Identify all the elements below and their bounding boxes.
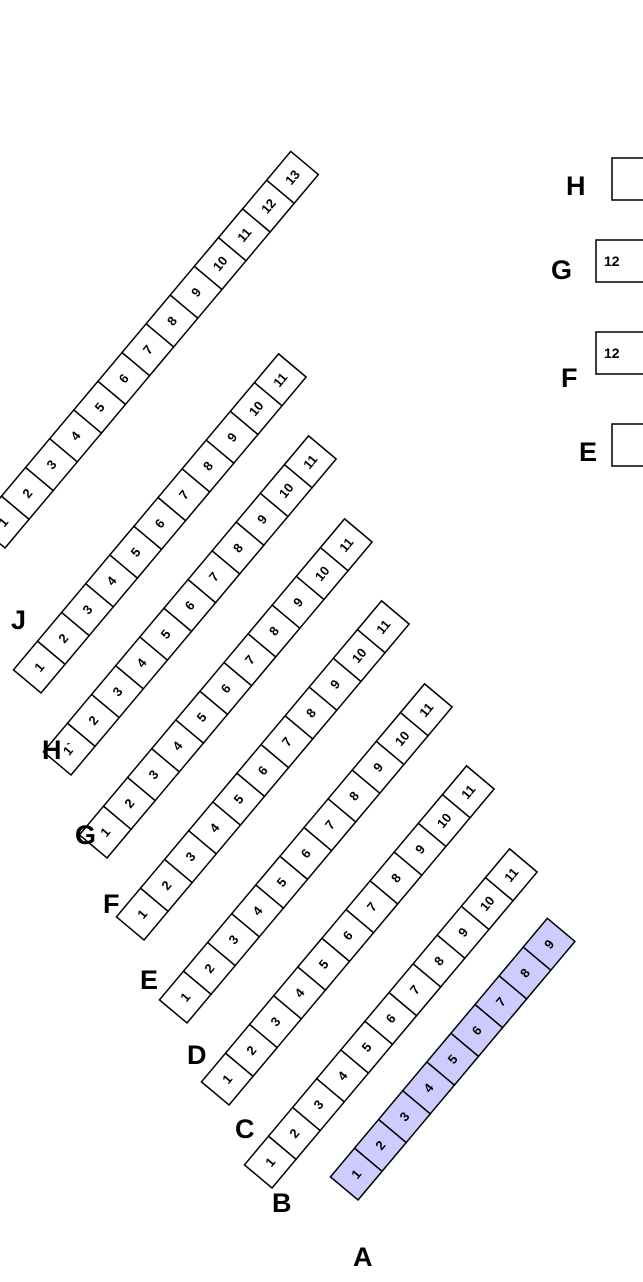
row-letter-h: H [42, 735, 62, 765]
side-seat-box[interactable] [611, 423, 643, 467]
side-row-letter: G [551, 255, 572, 285]
side-row-e: E [579, 423, 643, 467]
row-letter-e: E [140, 965, 158, 995]
side-row-letter: H [566, 171, 586, 201]
side-row-letter: F [561, 363, 578, 393]
side-seat-label: 12 [604, 253, 620, 269]
side-row-g: G 12 [551, 239, 643, 285]
seat-a-9[interactable] [522, 917, 576, 972]
seat-b-11[interactable] [484, 847, 539, 902]
row-letter-b: B [272, 1188, 292, 1218]
seat-g-11[interactable] [283, 434, 338, 489]
side-seat-box[interactable] [595, 331, 643, 375]
row-letter-c: C [235, 1114, 255, 1144]
row-letter-d: D [187, 1040, 207, 1070]
seat-d-11[interactable] [399, 682, 454, 737]
side-row-letter: E [579, 437, 597, 467]
row-letter-a: A [353, 1242, 373, 1272]
side-seat-box[interactable] [595, 239, 643, 283]
row-letter-j: J [11, 605, 26, 635]
seat-h-11[interactable] [253, 352, 308, 407]
row-letter-f: F [103, 889, 120, 919]
side-row-h: H [566, 157, 643, 201]
seat-j-13[interactable] [265, 150, 320, 205]
row-letter-g: G [75, 820, 96, 850]
seat-c-11[interactable] [441, 764, 496, 819]
seat-label: 1 [0, 514, 11, 529]
seat-f-11[interactable] [319, 517, 374, 572]
seat-e-11[interactable] [356, 599, 411, 654]
side-seat-box[interactable] [611, 157, 643, 201]
side-row-f: F 12 [561, 331, 643, 393]
side-seat-label: 12 [604, 345, 620, 361]
